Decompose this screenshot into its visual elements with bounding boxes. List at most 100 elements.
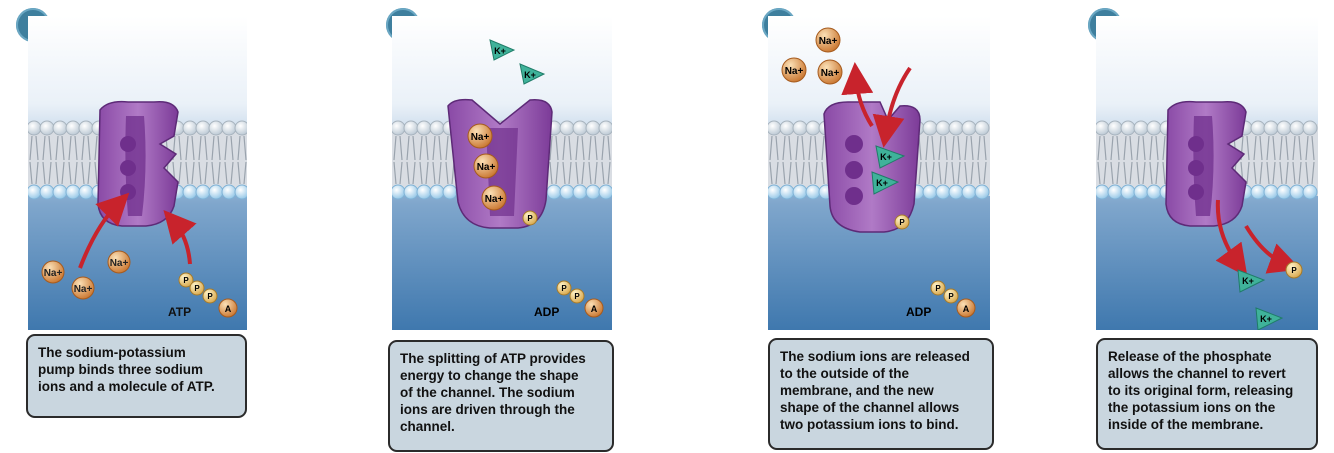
lipid-head [39,120,55,136]
lipid-tail [29,161,39,185]
lipid-head [28,184,42,200]
lipid-head [559,184,575,200]
lipid-head [1146,184,1162,200]
lipid-head [182,120,198,136]
lipid-tail [68,135,78,161]
lipid-head [559,120,575,136]
svg-text:K+: K+ [876,178,888,188]
molecule-label: ATP [168,305,191,319]
lipid-head [416,120,432,136]
scene-4: K+ K+ P [1096,16,1318,330]
lipid-head [429,120,445,136]
lipid-tail [795,161,805,185]
svg-text:P: P [183,276,189,285]
svg-text:Na+: Na+ [110,258,129,269]
lipid-tail [588,161,598,185]
lipid-tail [549,135,559,161]
lipid-tail [808,135,818,161]
lipid-tail [419,161,429,185]
lipid-tail [1136,161,1146,185]
lipid-tail [769,161,779,185]
lipid-head [1302,184,1318,200]
lipid-head [779,184,795,200]
sodium-ion: Na+ [815,27,841,53]
lipid-head [1096,184,1110,200]
lipid-tail [237,135,247,161]
molecule-label: ADP [906,305,931,319]
lipid-tail [393,161,403,185]
lipid-tail [951,161,961,185]
lipid-tail [1097,161,1107,185]
lipid-head [922,184,938,200]
lipid-head [922,120,938,136]
lipid-head [1263,120,1279,136]
lipid-tail [601,161,611,185]
svg-text:P: P [948,292,954,301]
svg-text:P: P [1291,266,1297,275]
lipid-tail [224,135,234,161]
lipid-head [1107,184,1123,200]
lipid-head [65,184,81,200]
lipid-tail [549,161,559,185]
lipid-head [39,184,55,200]
lipid-tail [211,161,221,185]
lipid-head [1302,120,1318,136]
lipid-tail [1253,161,1263,185]
svg-text:K+: K+ [880,152,892,162]
lipid-tail [769,135,779,161]
lipid-head [768,120,782,136]
lipid-head [221,184,237,200]
lipid-tail [964,135,974,161]
lipid-tail [575,161,585,185]
svg-text:P: P [899,218,905,227]
lipid-tail [1149,135,1159,161]
potassium-ion: K+ [871,171,900,195]
lipid-tail [1110,135,1120,161]
potassium-ion: K+ [875,145,906,169]
lipid-tail [55,161,65,185]
sodium-ion: Na+ [481,185,507,211]
lipid-head [792,120,808,136]
lipid-head [1289,120,1305,136]
potassium-ion: K+ [519,63,546,85]
lipid-head [1107,120,1123,136]
molecule-label: ADP [534,305,559,319]
lipid-head [195,184,211,200]
lipid-tail [237,161,247,185]
pump-protein [823,101,921,233]
lipid-head [78,184,94,200]
lipid-tail [575,135,585,161]
svg-text:Na+: Na+ [74,284,93,295]
lipid-head [234,184,247,200]
lipid-tail [419,135,429,161]
lipid-head [65,120,81,136]
lipid-tail [42,161,52,185]
caption-3: The sodium ions are released to the outs… [768,338,994,450]
lipid-head [234,120,247,136]
lipid-tail [1279,161,1289,185]
lipid-tail [81,161,91,185]
sodium-ion: Na+ [467,123,493,149]
lipid-tail [1123,135,1133,161]
lipid-tail [601,135,611,161]
pump-protein [1165,100,1247,227]
adp-molecule: P P A ADP [906,280,976,319]
svg-text:P: P [561,284,567,293]
lipid-head [572,184,588,200]
svg-text:Na+: Na+ [821,68,840,79]
lipid-tail [951,135,961,161]
lipid-tail [795,135,805,161]
svg-text:K+: K+ [494,46,506,56]
sodium-ion: Na+ [71,276,95,300]
lipid-head [429,184,445,200]
lipid-head [1120,184,1136,200]
lipid-tail [782,161,792,185]
lipid-head [585,120,601,136]
lipid-head [208,120,224,136]
lipid-head [1250,184,1266,200]
lipid-head [403,120,419,136]
lipid-head [1133,120,1149,136]
lipid-tail [1305,135,1315,161]
lipid-tail [81,135,91,161]
potassium-ion: K+ [1255,307,1284,330]
